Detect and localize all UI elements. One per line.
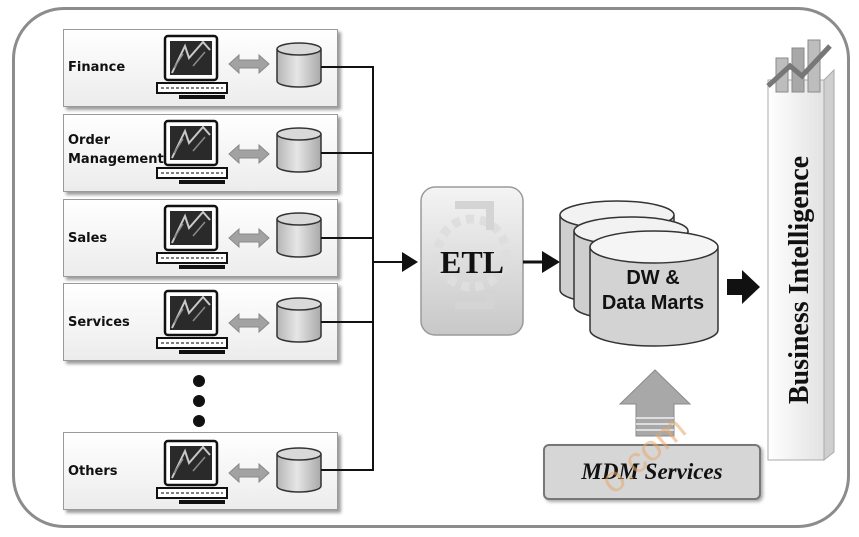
- services-row-graphics: [155, 289, 322, 356]
- computer-icon: [155, 289, 229, 356]
- mdm-up-arrow-icon: [618, 369, 692, 437]
- computer-icon: [155, 119, 229, 186]
- computer-icon: [155, 439, 229, 506]
- bi-chart-icon: [766, 39, 832, 93]
- etl-block: [420, 186, 524, 336]
- double-arrow-icon: [228, 228, 270, 248]
- database-icon: [276, 447, 322, 493]
- database-icon: [276, 127, 322, 173]
- database-icon: [276, 42, 322, 88]
- arrow-to-dw-icon: [542, 251, 560, 273]
- finance-row-graphics: [155, 34, 322, 101]
- sales-row-graphics: [155, 204, 322, 271]
- double-arrow-icon: [228, 313, 270, 333]
- source-label-services: Services: [68, 315, 130, 330]
- ellipsis-dots-icon: [193, 375, 205, 427]
- connector-lines: [321, 66, 405, 471]
- computer-icon: [155, 34, 229, 101]
- database-icon: [276, 297, 322, 343]
- double-arrow-icon: [228, 144, 270, 164]
- arrow-to-etl-icon: [402, 252, 418, 272]
- source-label-order-management: Order Management: [68, 133, 164, 167]
- mdm-services-box: MDM Services: [543, 444, 761, 500]
- source-label-sales: Sales: [68, 231, 108, 246]
- source-label-finance: Finance: [68, 60, 126, 75]
- computer-icon: [155, 204, 229, 271]
- dw-cylinders: [559, 200, 719, 347]
- bi-label: Business Intelligence: [784, 155, 815, 405]
- arrow-to-bi-icon: [727, 270, 760, 304]
- bi-column: [766, 39, 835, 462]
- etl-label: ETL: [439, 244, 505, 280]
- order-management-row-graphics: [155, 119, 322, 186]
- dw-label: DW & Data Marts: [601, 267, 705, 314]
- source-label-others: Others: [68, 464, 118, 479]
- database-icon: [276, 212, 322, 258]
- double-arrow-icon: [228, 54, 270, 74]
- mdm-label: MDM Services: [581, 459, 723, 484]
- double-arrow-icon: [228, 463, 270, 483]
- others-row-graphics: [155, 439, 322, 506]
